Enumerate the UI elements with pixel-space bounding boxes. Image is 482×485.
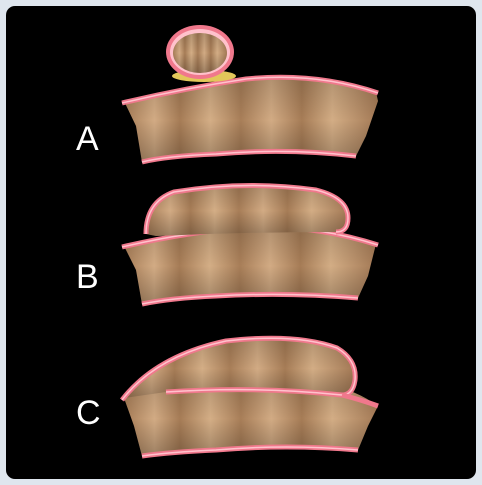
bowel-segment-a [122, 77, 378, 162]
diagram-frame: A B C [6, 6, 476, 479]
adherent-loop-b [146, 185, 348, 236]
label-b: B [76, 260, 99, 294]
intestinal-loop-a [166, 25, 234, 79]
diagram-b [122, 185, 378, 304]
bowel-segment-b [122, 227, 378, 304]
diagram-a [122, 25, 378, 162]
label-a: A [76, 122, 99, 156]
diagram-c [122, 338, 378, 456]
label-c: C [76, 396, 101, 430]
